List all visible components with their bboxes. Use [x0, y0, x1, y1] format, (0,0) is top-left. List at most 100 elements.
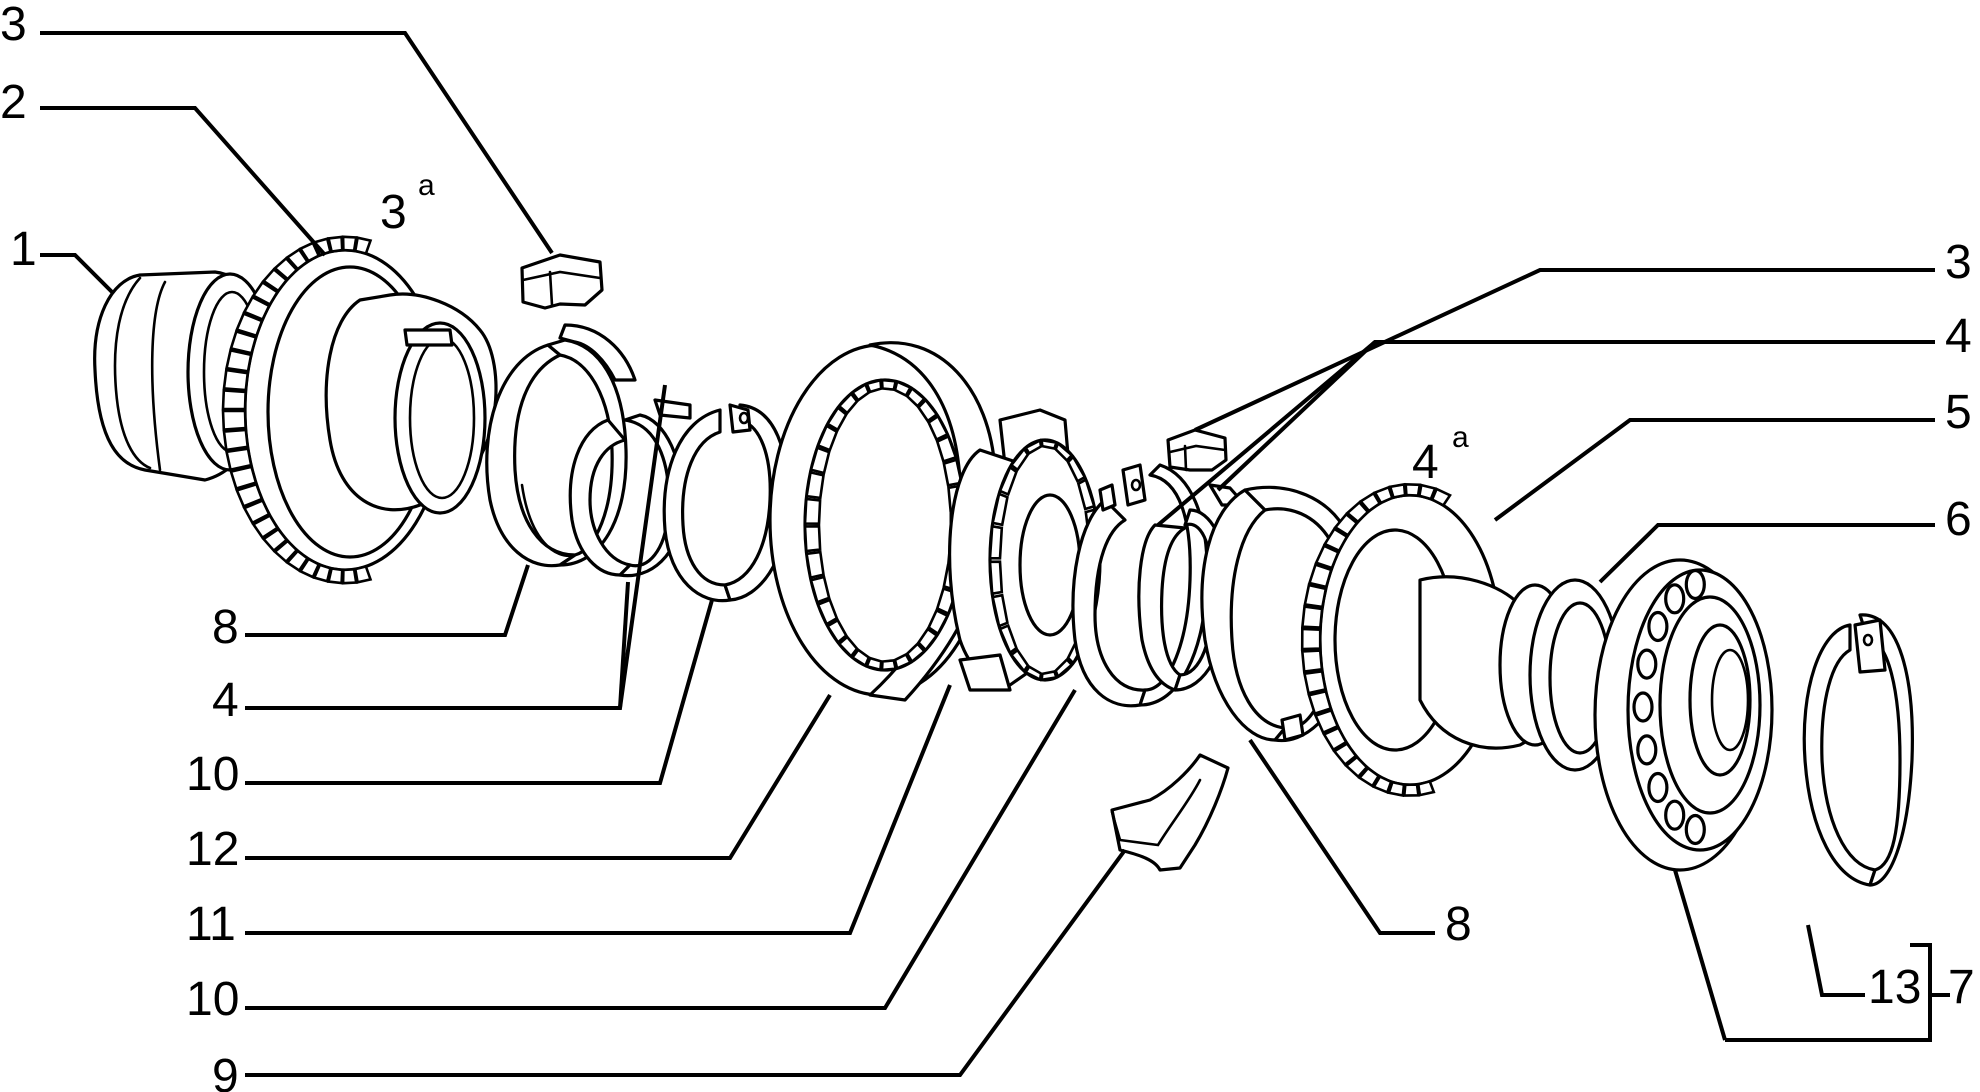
gear-tooth	[809, 575, 831, 604]
gear-tooth	[1416, 779, 1436, 797]
bearing-ball	[1664, 799, 1686, 831]
gear-tooth	[816, 598, 839, 626]
leader-12	[245, 693, 832, 860]
leader-9	[245, 848, 1127, 1077]
bearing-ball	[1636, 648, 1658, 680]
gear-tooth	[1357, 766, 1381, 788]
gear-tooth	[229, 329, 258, 355]
leader-3-right	[1194, 268, 1935, 432]
gear-tooth	[285, 247, 310, 271]
gear-tooth	[865, 656, 883, 672]
gear-tooth	[229, 465, 258, 491]
gear-tooth	[222, 368, 250, 392]
gear-tooth	[916, 398, 939, 423]
gear-tooth	[312, 563, 332, 583]
callout-2: 2	[0, 76, 27, 129]
gear-tooth	[1404, 482, 1422, 497]
bearing-ball	[1632, 691, 1654, 723]
gear-tooth	[221, 409, 247, 431]
gear-tooth	[327, 235, 344, 253]
gear-tooth	[1388, 482, 1407, 500]
part-5-fourth-gear	[1300, 482, 1572, 798]
gear-tooth	[261, 267, 289, 293]
gear-tooth	[1300, 627, 1322, 651]
callout-9: 9	[212, 1050, 239, 1092]
part-10-circlip-left	[653, 398, 790, 603]
gear-tooth	[1300, 649, 1324, 673]
gear-tooth	[242, 295, 271, 322]
bearing-ball	[1647, 610, 1669, 643]
leader-2	[40, 106, 327, 257]
gear-tooth	[905, 386, 927, 408]
callout-7: 7	[1948, 961, 1975, 1014]
callout-8-left: 8	[212, 601, 239, 654]
gear-tooth	[1009, 648, 1030, 674]
gear-label-third-sup: a	[418, 169, 435, 202]
gear-tooth	[988, 524, 1004, 560]
gear-tooth	[327, 567, 344, 585]
gear-tooth	[1040, 670, 1059, 682]
gear-tooth	[893, 379, 913, 398]
leader-4-right-b	[1216, 340, 1377, 492]
gear-tooth	[803, 524, 822, 553]
gear-tooth	[273, 256, 299, 281]
leader-5	[1493, 418, 1935, 522]
callout-6: 6	[1945, 493, 1972, 546]
gear-tooth	[353, 236, 373, 256]
gear-tooth	[1345, 500, 1370, 524]
leader-8-left	[245, 564, 530, 637]
bearing-ball	[1636, 734, 1658, 766]
part-9-fork-pad	[1110, 753, 1230, 872]
gear-tooth	[809, 446, 831, 475]
callout-5: 5	[1945, 386, 1972, 439]
gear-tooth	[1333, 512, 1359, 537]
gear-tooth	[1307, 689, 1333, 716]
gear-tooth	[1373, 485, 1394, 505]
callout-10-upper: 10	[186, 748, 239, 801]
gear-tooth	[1023, 438, 1043, 456]
gear-tooth	[927, 608, 950, 636]
gear-tooth	[816, 424, 839, 452]
gear-tooth	[242, 498, 271, 525]
part-2-third-gear	[221, 235, 498, 585]
callout-10-lower: 10	[186, 973, 239, 1026]
gear-tooth	[935, 434, 958, 463]
leader-7-bearing	[1725, 943, 1932, 1042]
bearing-ball	[1664, 583, 1686, 615]
part-3-key-right	[1166, 428, 1228, 472]
gear-tooth	[251, 280, 280, 307]
gear-label-third: 3 a	[380, 169, 435, 239]
leader-11	[245, 684, 952, 935]
leader-10-right	[245, 688, 1077, 1010]
gear-tooth	[222, 428, 250, 452]
callout-4-left: 4	[212, 674, 239, 727]
bearing-ball	[1684, 813, 1706, 846]
gear-tooth	[825, 405, 848, 432]
gear-tooth	[805, 550, 825, 580]
leader-7-to-bearing	[1673, 869, 1727, 1041]
gear-tooth	[273, 539, 299, 564]
leader-10-left	[245, 599, 714, 785]
gear-tooth	[235, 482, 264, 508]
callout-13: 13	[1868, 961, 1921, 1014]
gear-tooth	[1430, 487, 1452, 507]
gear-tooth	[1332, 741, 1358, 767]
gear-tooth	[998, 465, 1018, 497]
callout-11: 11	[186, 898, 236, 951]
gear-tooth	[1009, 446, 1030, 472]
gear-tooth	[221, 389, 247, 411]
leader-1	[40, 253, 114, 294]
gear-tooth	[825, 618, 848, 645]
callout-12: 12	[186, 823, 239, 876]
callout-1: 1	[10, 223, 37, 276]
gear-tooth	[1313, 708, 1340, 735]
part-3-key-left	[520, 253, 604, 310]
leader-8-right	[1248, 738, 1435, 935]
gear-tooth	[1322, 726, 1348, 752]
gear-tooth	[1303, 583, 1328, 609]
gear-tooth	[235, 312, 264, 338]
gear-tooth	[1314, 544, 1340, 570]
part-8-synchro-ring-left	[485, 338, 628, 568]
gear-tooth	[353, 564, 373, 584]
gear-tooth	[1023, 664, 1043, 682]
